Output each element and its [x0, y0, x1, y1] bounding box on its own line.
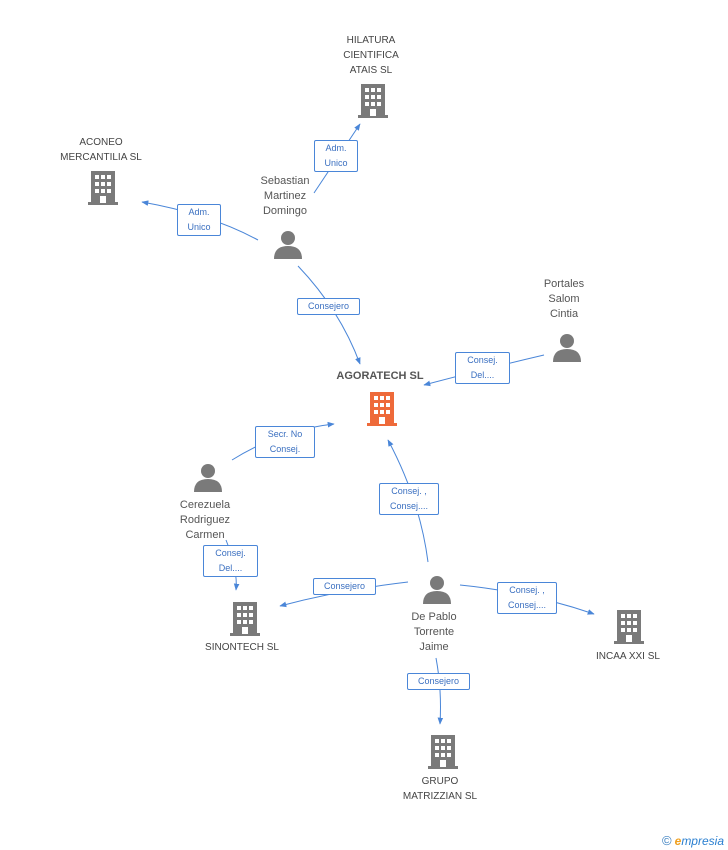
person-icon-sebastian[interactable]: [273, 230, 303, 260]
node-label-sebastian[interactable]: Sebastian Martinez Domingo: [260, 175, 310, 217]
brand-initial: e: [674, 834, 682, 848]
edge-badge-cerezuela-agoratech[interactable]: Secr. No Consej.: [255, 426, 315, 458]
building-icon-sinontech[interactable]: [230, 602, 260, 636]
edge-depablo-grupo: [435, 657, 444, 725]
node-label-agoratech[interactable]: AGORATECH SL: [336, 370, 424, 382]
copyright-icon: ©: [662, 833, 672, 848]
building-icon-aconeo[interactable]: [88, 171, 118, 205]
node-label-hilatura[interactable]: HILATURA CIENTIFICA ATAIS SL: [343, 35, 399, 76]
building-icon-hilatura[interactable]: [358, 84, 388, 118]
edge-badge-sebastian-agoratech[interactable]: Consejero: [297, 298, 360, 315]
person-icon-cerezuela[interactable]: [193, 463, 223, 493]
node-label-portales[interactable]: Portales Salom Cintia: [543, 278, 585, 320]
edge-badge-cerezuela-sinontech[interactable]: Consej. Del....: [203, 545, 258, 577]
edge-badge-portales-agoratech[interactable]: Consej. Del....: [455, 352, 510, 384]
edge-sebastian-agoratech: [297, 265, 361, 365]
edge-badge-depablo-sinontech[interactable]: Consejero: [313, 578, 376, 595]
edge-badge-sebastian-aconeo[interactable]: Adm. Unico: [177, 204, 221, 236]
brand-name: mpresia: [681, 834, 724, 848]
empresia-logo: ©empresia: [662, 833, 724, 848]
edge-badge-depablo-grupo[interactable]: Consejero: [407, 673, 470, 690]
person-icon-depablo[interactable]: [422, 575, 452, 605]
edge-badge-depablo-incaa[interactable]: Consej. , Consej....: [497, 582, 557, 614]
building-icon-incaa[interactable]: [614, 610, 644, 644]
node-label-incaa[interactable]: INCAA XXI SL: [596, 651, 660, 662]
building-icon-grupo[interactable]: [428, 735, 458, 769]
node-label-aconeo[interactable]: ACONEO MERCANTILIA SL: [60, 137, 142, 163]
node-label-depablo[interactable]: De Pablo Torrente Jaime: [411, 611, 457, 653]
node-label-sinontech[interactable]: SINONTECH SL: [205, 642, 279, 653]
edge-badge-sebastian-hilatura[interactable]: Adm. Unico: [314, 140, 358, 172]
node-label-grupo[interactable]: GRUPO MATRIZZIAN SL: [402, 776, 478, 802]
edge-badge-depablo-agoratech[interactable]: Consej. , Consej....: [379, 483, 439, 515]
building-icon-agoratech[interactable]: [366, 392, 398, 426]
node-label-cerezuela[interactable]: Cerezuela Rodriguez Carmen: [179, 499, 231, 541]
person-icon-portales[interactable]: [552, 333, 582, 363]
